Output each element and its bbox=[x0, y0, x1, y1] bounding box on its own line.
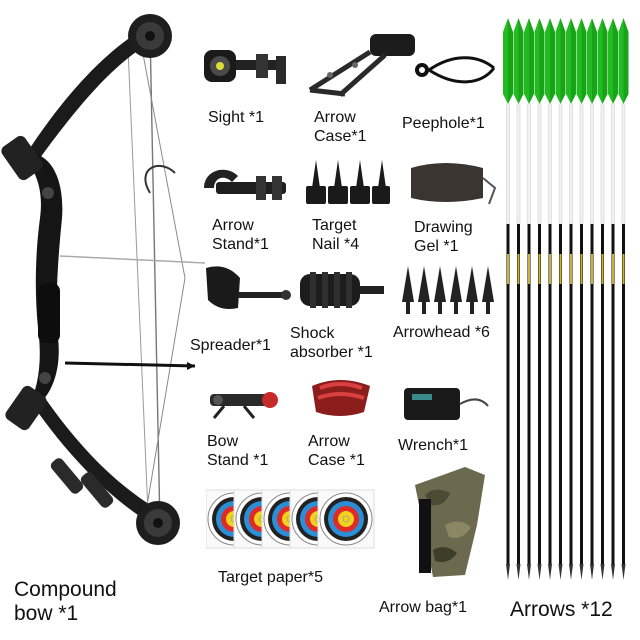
arrow-icon bbox=[503, 18, 513, 580]
arrow-rest-icon bbox=[196, 160, 296, 210]
compound-bow-label: Compound bow *1 bbox=[14, 578, 117, 625]
arrow-case-1-label: Arrow Case*1 bbox=[314, 109, 367, 145]
stabilizer-icon bbox=[296, 268, 388, 312]
peephole-label: Peephole*1 bbox=[402, 115, 485, 132]
sight-icon bbox=[196, 42, 296, 97]
camo-quiver-icon bbox=[405, 465, 495, 580]
finger-guard-icon bbox=[405, 158, 500, 208]
peephole-icon bbox=[402, 50, 502, 90]
arrow-icon bbox=[587, 18, 597, 580]
quiver-icon bbox=[306, 374, 376, 420]
arrow-icon bbox=[545, 18, 555, 580]
arrow-icon bbox=[566, 18, 576, 580]
target-nail-icon bbox=[302, 158, 392, 208]
target-face bbox=[317, 489, 375, 549]
sight-label: Sight *1 bbox=[208, 109, 265, 126]
broadhead-icon bbox=[398, 262, 498, 316]
target-nail-label: Target Nail *4 bbox=[312, 217, 360, 253]
arrow-bag-label: Arrow bag*1 bbox=[379, 599, 468, 616]
arrow-stand-label: Arrow Stand*1 bbox=[212, 217, 269, 253]
spreader-label: Spreader*1 bbox=[190, 337, 271, 354]
arrow-icon bbox=[576, 18, 587, 580]
bow-stand-icon bbox=[204, 380, 284, 420]
arrow-icon bbox=[524, 18, 534, 580]
arrows-label: Arrows *12 bbox=[510, 598, 613, 621]
shock-absorber-label: Shock absorber *1 bbox=[290, 325, 373, 361]
arrow-icon bbox=[597, 18, 608, 580]
drawing-gel-label: Drawing Gel *1 bbox=[414, 219, 473, 255]
arrow-icon bbox=[513, 18, 524, 580]
bow-stand-label: Bow Stand *1 bbox=[207, 433, 269, 469]
wrench-case-icon bbox=[400, 384, 495, 424]
release-aid-icon bbox=[198, 258, 298, 318]
target-paper-label: Target paper*5 bbox=[218, 569, 323, 586]
arrow-icon bbox=[608, 18, 618, 580]
arrow-icon bbox=[618, 18, 629, 580]
arrow-icon bbox=[555, 18, 566, 580]
wrench-label: Wrench*1 bbox=[398, 437, 468, 454]
arrow-case-2-label: Arrow Case *1 bbox=[308, 433, 365, 469]
target-face-icon bbox=[206, 488, 378, 550]
arrowhead-label: Arrowhead *6 bbox=[393, 324, 490, 341]
compound-bow-icon bbox=[0, 8, 215, 568]
arrows-group bbox=[500, 14, 635, 584]
arrow-icon bbox=[534, 18, 545, 580]
arrow-rest-rack-icon bbox=[300, 30, 420, 100]
